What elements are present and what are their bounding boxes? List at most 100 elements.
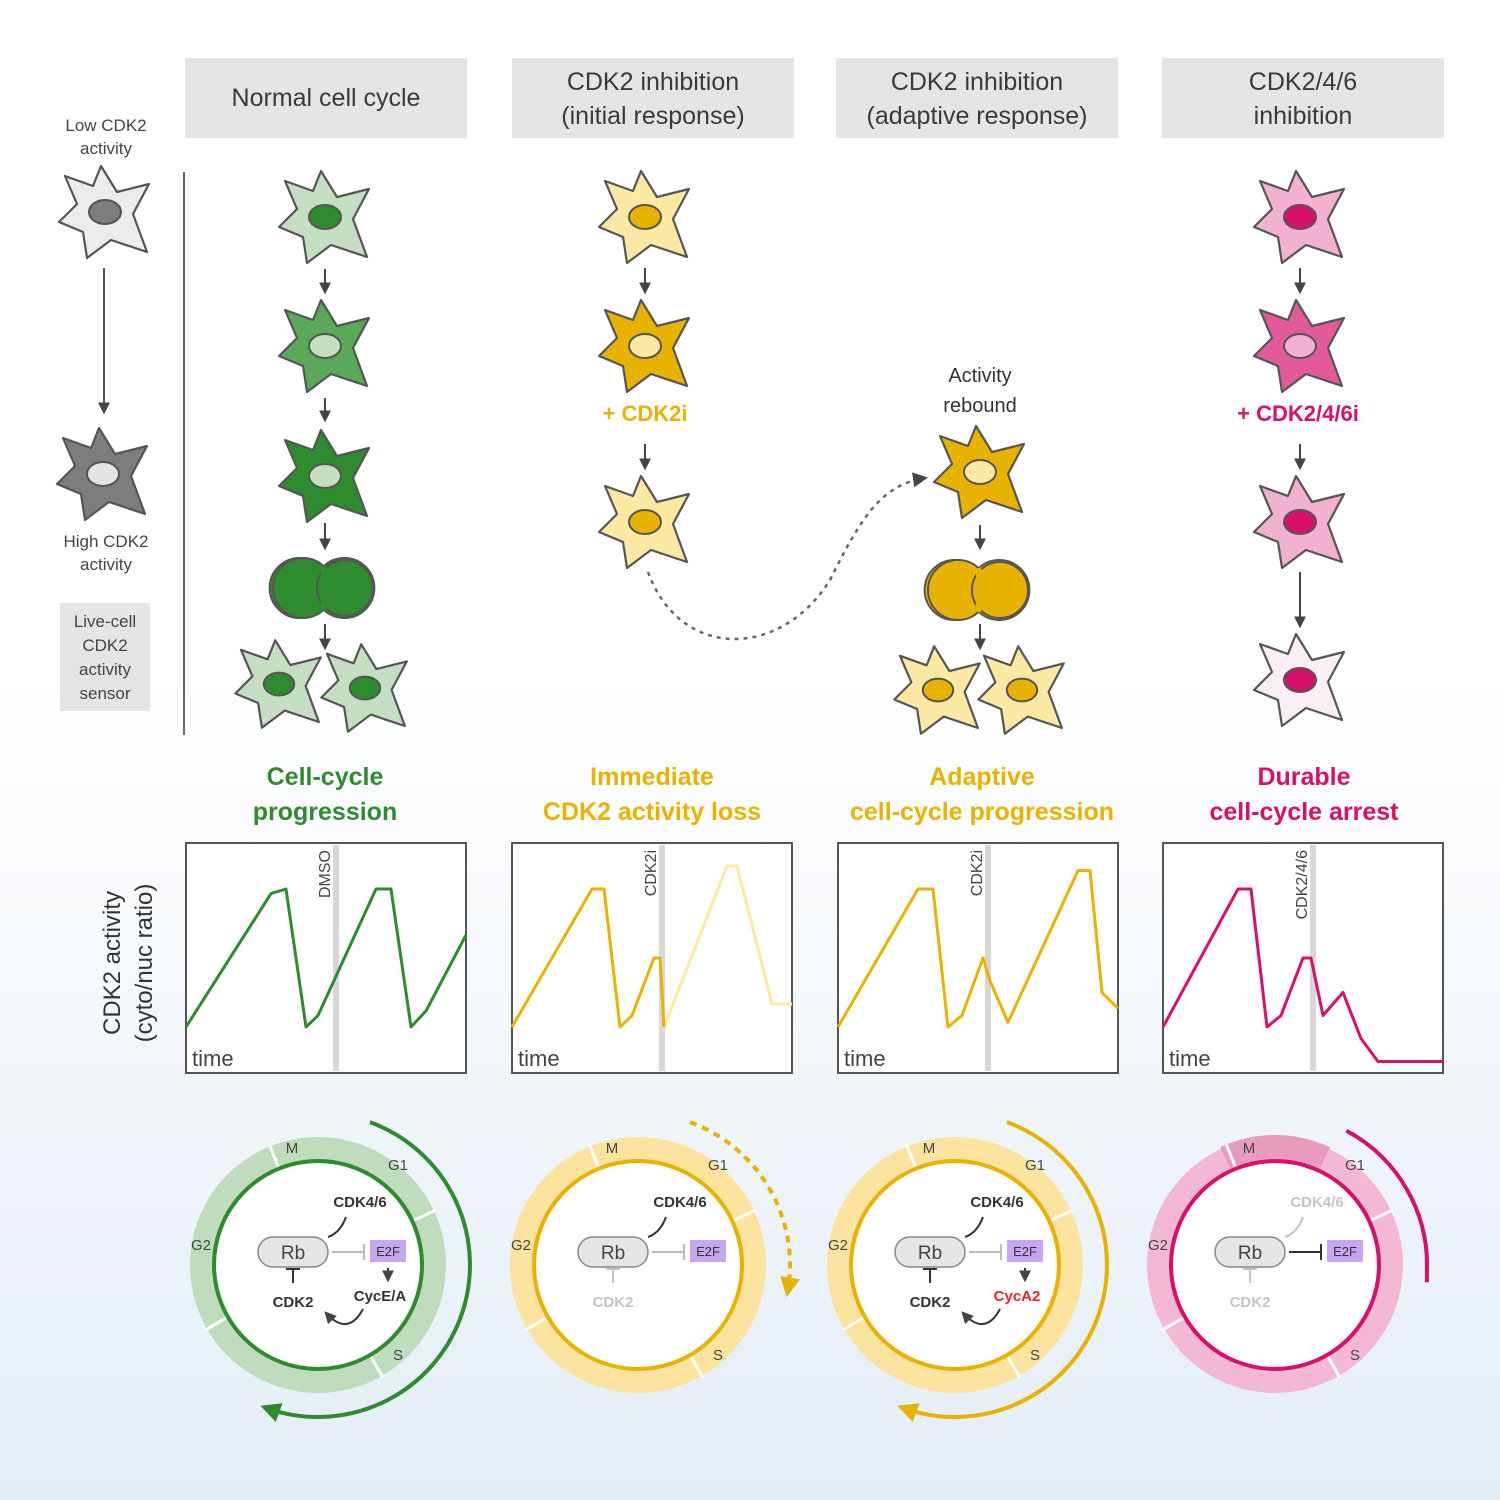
cell-arrest-2	[1252, 298, 1346, 394]
plot-series	[1161, 887, 1443, 1063]
cell-initial-2	[597, 298, 691, 394]
header-normal: Normal cell cycle	[185, 58, 467, 138]
cell-initial-3	[597, 474, 691, 570]
phase-m: M	[923, 1140, 936, 1157]
svg-text:CDK2/4/6: CDK2/4/6	[1249, 68, 1357, 96]
wheel-divider	[204, 1315, 230, 1332]
treatment-line	[985, 845, 991, 1071]
cdk46-inhibit	[647, 1216, 667, 1238]
phase-s: S	[713, 1347, 723, 1364]
outcome-arrest-2: cell-cycle arrest	[1209, 798, 1399, 826]
cell-arrest-4	[1252, 632, 1346, 728]
svg-text:CDK2 inhibition: CDK2 inhibition	[567, 68, 739, 96]
wheel-divider	[1224, 1143, 1238, 1171]
time-label: time	[192, 1046, 234, 1071]
phase-s: S	[393, 1347, 403, 1364]
sensor-box	[60, 603, 150, 711]
treatment-line	[333, 845, 339, 1071]
e2f-node	[1007, 1240, 1043, 1262]
plot-panel-4: CDK2/4/6 time	[1161, 842, 1444, 1074]
plot-series	[836, 869, 1120, 1029]
drug-label-cdk246i: + CDK2/4/6i	[1237, 401, 1359, 426]
cell-adaptive-1	[932, 424, 1026, 520]
mol-cyclin: CycA2	[994, 1288, 1041, 1305]
rebound-label-1: Activity	[948, 365, 1011, 387]
cell-initial-1	[597, 169, 691, 265]
outcome-initial-2: CDK2 activity loss	[543, 798, 761, 826]
wheel-divider	[730, 1208, 757, 1223]
mol-e2f: E2F	[1013, 1244, 1037, 1259]
svg-text:CDK2 inhibition: CDK2 inhibition	[891, 68, 1063, 96]
time-label: time	[1169, 1046, 1211, 1071]
wheel-divider	[1047, 1208, 1074, 1223]
phase-m: M	[606, 1140, 619, 1157]
mol-e2f: E2F	[376, 1244, 400, 1259]
mol-rb: Rb	[1238, 1243, 1262, 1264]
cell-adaptive-daughter-2	[977, 645, 1065, 735]
wheel-divider	[904, 1143, 918, 1171]
outcome-adaptive-2: cell-cycle progression	[850, 798, 1114, 826]
phase-g2: G2	[511, 1237, 531, 1254]
rb-node	[257, 1236, 329, 1268]
mol-cdk46: CDK4/6	[1290, 1194, 1343, 1211]
treatment-label: CDK2/4/6	[1294, 850, 1311, 919]
outcome-normal-2: progression	[253, 798, 397, 826]
mol-cdk2: CDK2	[593, 1294, 634, 1311]
cell-normal-3	[277, 428, 371, 524]
mol-cdk2: CDK2	[273, 1294, 314, 1311]
svg-text:CDK2: CDK2	[82, 636, 127, 655]
wheel-divider	[267, 1143, 281, 1171]
plot-series-faded	[662, 864, 792, 1028]
treatment-label: CDK2i	[643, 850, 660, 896]
plot-y-axis-label: CDK2 activity (cyto/nuc ratio)	[99, 884, 158, 1043]
cell-normal-daughter-2	[320, 643, 408, 733]
progress-arrow-normal	[260, 1120, 472, 1422]
cell-normal-2	[277, 298, 371, 394]
wheel-divider	[841, 1315, 867, 1332]
cyclin-to-cdk2	[324, 1308, 364, 1325]
rb-node	[577, 1236, 649, 1268]
time-label: time	[518, 1046, 560, 1071]
svg-text:High CDK2: High CDK2	[63, 532, 148, 551]
header-cdk2-adaptive: CDK2 inhibition (adaptive response)	[836, 58, 1118, 138]
mol-cdk2: CDK2	[1230, 1294, 1271, 1311]
wheel-divider	[524, 1315, 550, 1332]
wheel-divider	[587, 1143, 601, 1171]
plot-frame	[837, 842, 1119, 1074]
phase-g2: G2	[1148, 1237, 1168, 1254]
cell-arrest-1	[1252, 169, 1346, 265]
e2f-node	[1327, 1240, 1363, 1262]
rb-node	[1214, 1236, 1286, 1268]
phase-s: S	[1350, 1347, 1360, 1364]
legend-cell-high	[55, 426, 149, 522]
phase-g1: G1	[1345, 1157, 1365, 1174]
treatment-line	[659, 845, 665, 1071]
cdk46-inhibit	[327, 1216, 347, 1238]
outcome-arrest-1: Durable	[1257, 763, 1350, 791]
phase-g1: G1	[708, 1157, 728, 1174]
mol-cdk2: CDK2	[910, 1294, 951, 1311]
svg-text:inhibition: inhibition	[1254, 102, 1353, 130]
cdk46-inhibit	[964, 1216, 984, 1238]
phase-g1: G1	[1025, 1157, 1045, 1174]
phase-s: S	[1030, 1347, 1040, 1364]
svg-text:Normal cell cycle: Normal cell cycle	[232, 84, 421, 112]
cell-illustrations	[55, 164, 1346, 735]
plot-panel-1: DMSO time	[184, 842, 468, 1074]
treatment-label: DMSO	[317, 850, 334, 898]
outcome-initial-1: Immediate	[590, 763, 714, 791]
outcome-normal-1: Cell-cycle	[267, 763, 384, 791]
wheel-divider	[410, 1208, 437, 1223]
progress-arrow-initial	[689, 1120, 800, 1298]
wheel-divider	[1005, 1353, 1022, 1379]
svg-text:(initial response): (initial response)	[561, 102, 744, 130]
rebound-arrow	[646, 472, 928, 641]
legend: Low CDK2 activity High CDK2 activity Liv…	[60, 116, 150, 711]
phase-g2: G2	[191, 1237, 211, 1254]
plot-panel-2: CDK2i time	[510, 842, 793, 1074]
drug-label-cdk2i: + CDK2i	[603, 401, 688, 426]
